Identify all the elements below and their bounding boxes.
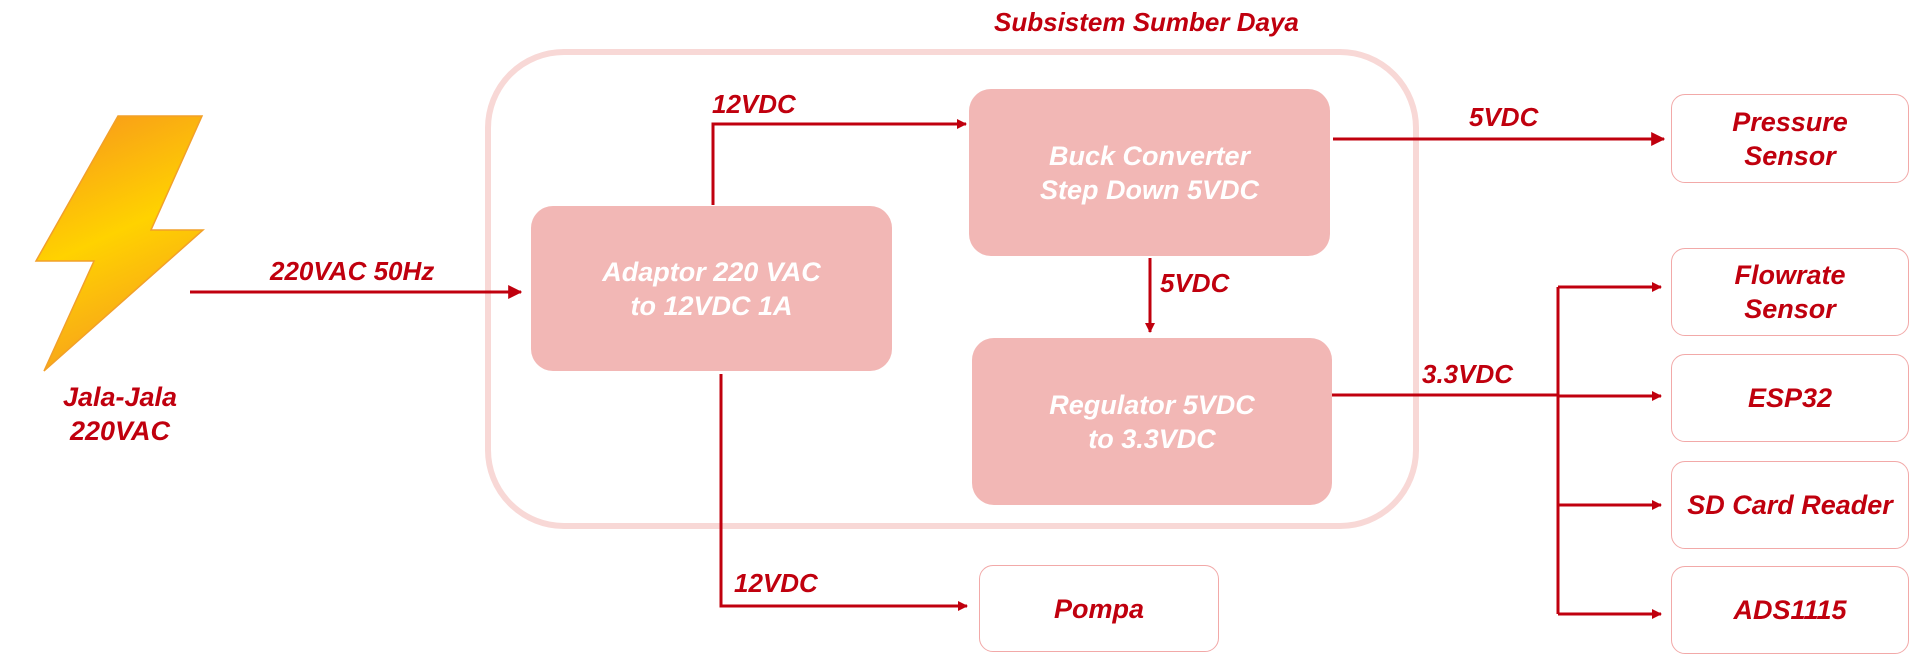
regulator-block: Regulator 5VDC to 3.3VDC xyxy=(972,338,1332,505)
source-label-line2: 220VAC xyxy=(69,416,171,446)
buck-to-regulator-label: 5VDC xyxy=(1160,268,1230,298)
adaptor-to-pompa-label: 12VDC xyxy=(734,568,818,598)
sd-card-reader-label: SD Card Reader xyxy=(1687,490,1893,520)
regulator-block-line2: to 3.3VDC xyxy=(1088,423,1216,454)
buck-converter-block: Buck Converter Step Down 5VDC xyxy=(969,89,1330,256)
adaptor-to-pompa-arrow xyxy=(719,374,968,611)
buck-to-pressure-label: 5VDC xyxy=(1469,102,1539,132)
adaptor-block-line2: to 12VDC 1A xyxy=(630,290,793,321)
subsystem-group-border xyxy=(485,49,1419,529)
ads1115-label: ADS1115 xyxy=(1733,595,1847,625)
source-label: Jala-Jala 220VAC xyxy=(40,380,200,448)
flowrate-sensor-line2: Sensor xyxy=(1744,294,1836,324)
adaptor-block-line1: Adaptor 220 VAC xyxy=(602,256,821,287)
adaptor-to-buck-label: 12VDC xyxy=(712,89,796,119)
buck-block-line1: Buck Converter xyxy=(1048,140,1251,171)
flowrate-sensor-box: Flowrate Sensor xyxy=(1671,248,1909,336)
adaptor-to-buck-arrow xyxy=(711,119,967,205)
sd-card-reader-box: SD Card Reader xyxy=(1671,461,1909,549)
mains-voltage-label: 220VAC 50Hz xyxy=(270,256,435,286)
regulator-block-line1: Regulator 5VDC xyxy=(1049,389,1255,420)
esp32-label: ESP32 xyxy=(1747,383,1833,413)
buck-block-line2: Step Down 5VDC xyxy=(1039,174,1260,205)
ads1115-box: ADS1115 xyxy=(1671,566,1909,654)
pressure-sensor-line2: Sensor xyxy=(1744,140,1836,171)
pompa-box: Pompa xyxy=(979,565,1219,652)
flowrate-sensor-line1: Flowrate xyxy=(1734,260,1846,290)
source-label-line1: Jala-Jala xyxy=(62,382,178,412)
regulator-output-label: 3.3VDC xyxy=(1422,359,1514,389)
esp32-box: ESP32 xyxy=(1671,354,1909,442)
pompa-label: Pompa xyxy=(1053,593,1145,624)
pressure-sensor-line1: Pressure xyxy=(1732,106,1848,137)
subsystem-title: Subsistem Sumber Daya xyxy=(994,7,1299,37)
lightning-bolt-icon xyxy=(34,115,205,372)
pressure-sensor-box: Pressure Sensor xyxy=(1671,94,1909,183)
adaptor-block: Adaptor 220 VAC to 12VDC 1A xyxy=(531,206,892,371)
